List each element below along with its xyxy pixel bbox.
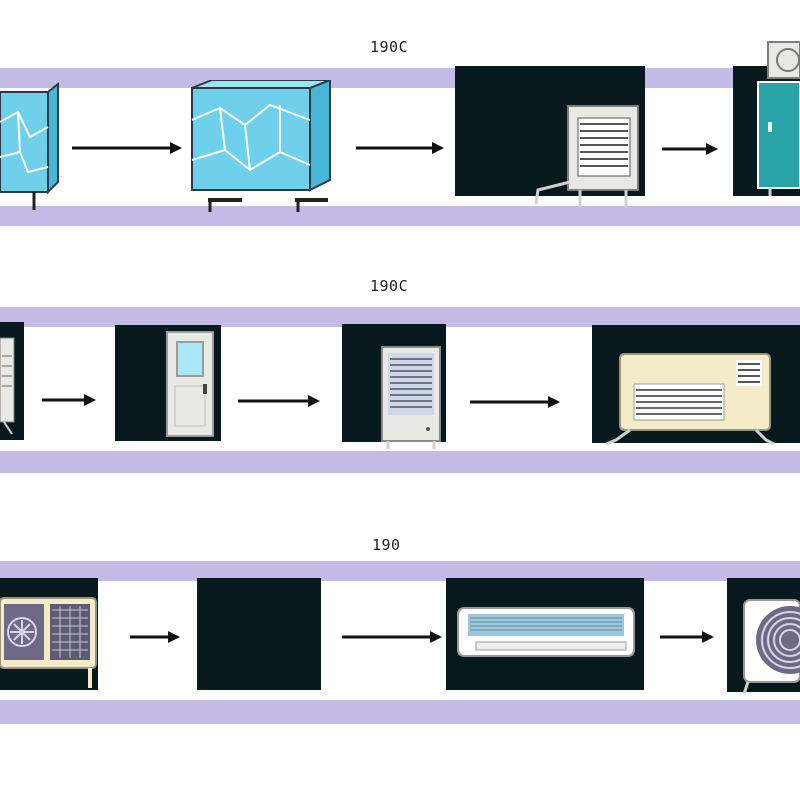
arrow-right-icon (130, 631, 180, 643)
split-ac-indoor-unit-icon (456, 606, 636, 666)
ice-block-icon (190, 78, 335, 224)
row-2-band-bottom (0, 451, 800, 473)
row-1-temperature-label: 190C (370, 38, 409, 56)
window-ac-unit-icon (530, 104, 645, 216)
row-1-band-top (0, 68, 800, 88)
row-2-band-top (0, 307, 800, 327)
arrow-right-icon (356, 142, 444, 154)
window-ac-unit-icon (605, 352, 776, 456)
arrow-right-icon (662, 143, 718, 155)
arrow-right-icon (660, 631, 714, 643)
row-3-band-top (0, 561, 800, 581)
window-ac-unit-icon (0, 336, 20, 440)
outdoor-ac-unit-icon (0, 596, 100, 696)
cabinet-ac-unit-icon (752, 38, 800, 202)
arrow-right-icon (238, 395, 320, 407)
row-1-band-bottom (0, 206, 800, 226)
outdoor-condenser-fan-icon (740, 598, 800, 702)
arrow-right-icon (72, 142, 182, 154)
arrow-right-icon (470, 396, 560, 408)
device-panel (197, 578, 321, 690)
door-icon (165, 330, 215, 442)
arrow-right-icon (342, 631, 442, 643)
row-3-band-bottom (0, 700, 800, 724)
portable-ac-unit-icon (380, 345, 442, 455)
row-3-temperature-label: 190 (372, 536, 401, 554)
row-2-temperature-label: 190C (370, 277, 409, 295)
ice-block-icon (0, 81, 62, 216)
arrow-right-icon (42, 394, 96, 406)
